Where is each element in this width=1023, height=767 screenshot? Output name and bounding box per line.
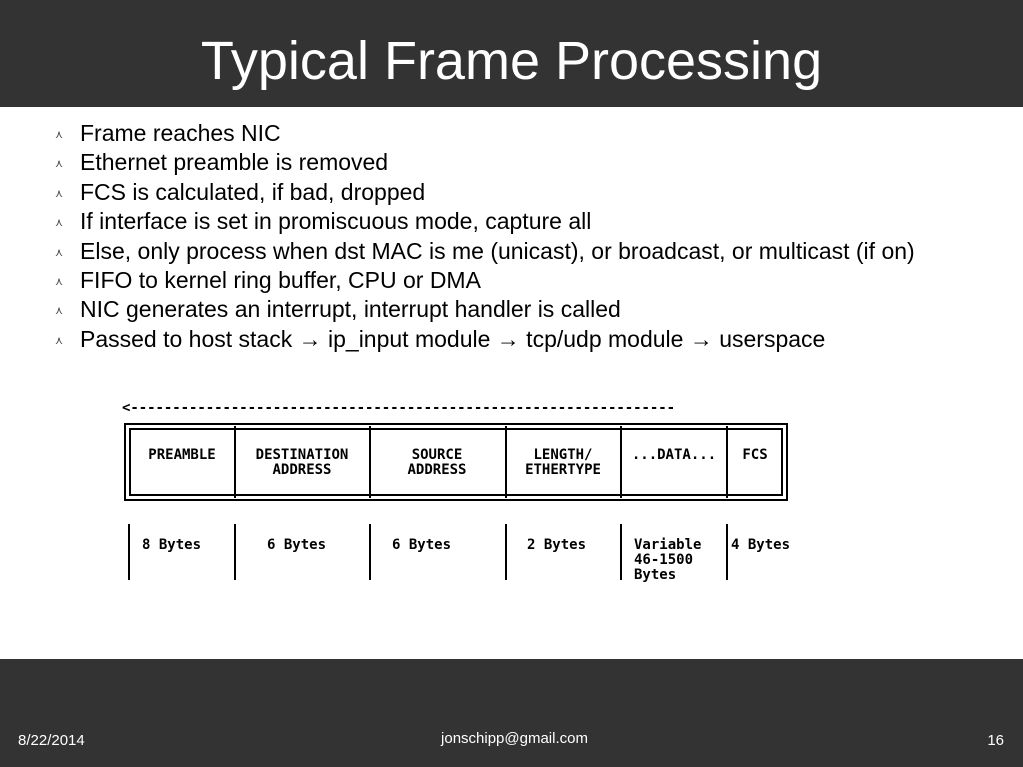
size-ruler-mark xyxy=(369,524,371,580)
field-length-ethertype: LENGTH/ETHERTYPE xyxy=(525,447,601,478)
wedge-bullet-icon: ⋏ xyxy=(54,158,64,171)
field-divider xyxy=(620,426,622,498)
wedge-bullet-icon: ⋏ xyxy=(54,275,64,288)
bullet-item: ⋏ FIFO to kernel ring buffer, CPU or DMA xyxy=(52,266,915,295)
frame-box-inner xyxy=(129,428,783,496)
wedge-bullet-icon: ⋏ xyxy=(54,217,64,230)
size-fcs: 4 Bytes xyxy=(731,537,791,553)
wedge-bullet-icon: ⋏ xyxy=(54,305,64,318)
wedge-bullet-icon: ⋏ xyxy=(54,334,64,347)
size-destination-address: 6 Bytes xyxy=(267,537,327,553)
bullet-item: ⋏ FCS is calculated, if bad, dropped xyxy=(52,178,915,207)
slide-title: Typical Frame Processing xyxy=(200,31,823,91)
bullet-item: ⋏ Ethernet preamble is removed xyxy=(52,148,915,177)
bullet-list: ⋏ Frame reaches NIC ⋏ Ethernet preamble is… xyxy=(52,119,915,354)
field-data: ...DATA... xyxy=(631,447,717,463)
bullet-text: If interface is set in promiscuous mode,… xyxy=(80,208,592,235)
size-ruler-mark xyxy=(726,524,728,580)
field-fcs: FCS xyxy=(742,447,768,463)
field-divider xyxy=(234,426,236,498)
size-length-ethertype: 2 Bytes xyxy=(527,537,587,553)
size-source-address: 6 Bytes xyxy=(392,537,452,553)
bullet-item: ⋏ Else, only process when dst MAC is me (… xyxy=(52,237,915,266)
wedge-bullet-icon: ⋏ xyxy=(54,129,64,141)
bullet-text: NIC generates an interrupt, interrupt ha… xyxy=(80,296,621,323)
bullet-text: FIFO to kernel ring buffer, CPU or DMA xyxy=(80,266,481,293)
size-ruler-mark xyxy=(234,524,236,580)
wedge-bullet-icon: ⋏ xyxy=(54,187,64,200)
footer-page-number: 16 xyxy=(987,732,1004,749)
field-divider xyxy=(369,426,371,498)
bullet-item: ⋏ Frame reaches NIC xyxy=(52,119,915,148)
footer-date: 8/22/2014 xyxy=(18,732,85,749)
bullet-text: Ethernet preamble is removed xyxy=(80,149,389,176)
footer-email: jonschipp@gmail.com xyxy=(441,730,588,747)
bullet-text: FCS is calculated, if bad, dropped xyxy=(80,178,426,205)
size-ruler-mark xyxy=(128,524,130,580)
field-preamble: PREAMBLE xyxy=(148,447,216,463)
bullet-item: ⋏ If interface is set in promiscuous mode… xyxy=(52,207,915,236)
wedge-bullet-icon: ⋏ xyxy=(54,246,64,259)
field-divider xyxy=(726,426,728,498)
footer-bar: 8/22/2014 jonschipp@gmail.com 16 xyxy=(0,659,1023,767)
size-preamble: 8 Bytes xyxy=(142,537,202,553)
frame-box-outer xyxy=(124,423,788,501)
bullet-item: ⋏ Passed to host stack → ip_input module … xyxy=(52,325,915,354)
size-ruler-mark xyxy=(620,524,622,580)
bullet-text: Else, only process when dst MAC is me (u… xyxy=(80,237,915,264)
size-ruler-mark xyxy=(505,524,507,580)
field-divider xyxy=(505,426,507,498)
direction-arrow-line: <---------------------------------------… xyxy=(122,400,675,416)
title-bar: Typical Frame Processing xyxy=(0,0,1023,107)
bullet-text: Frame reaches NIC xyxy=(80,120,281,146)
bullet-text: Passed to host stack → ip_input module →… xyxy=(80,325,826,352)
bullet-item: ⋏ NIC generates an interrupt, interrupt h… xyxy=(52,295,915,324)
